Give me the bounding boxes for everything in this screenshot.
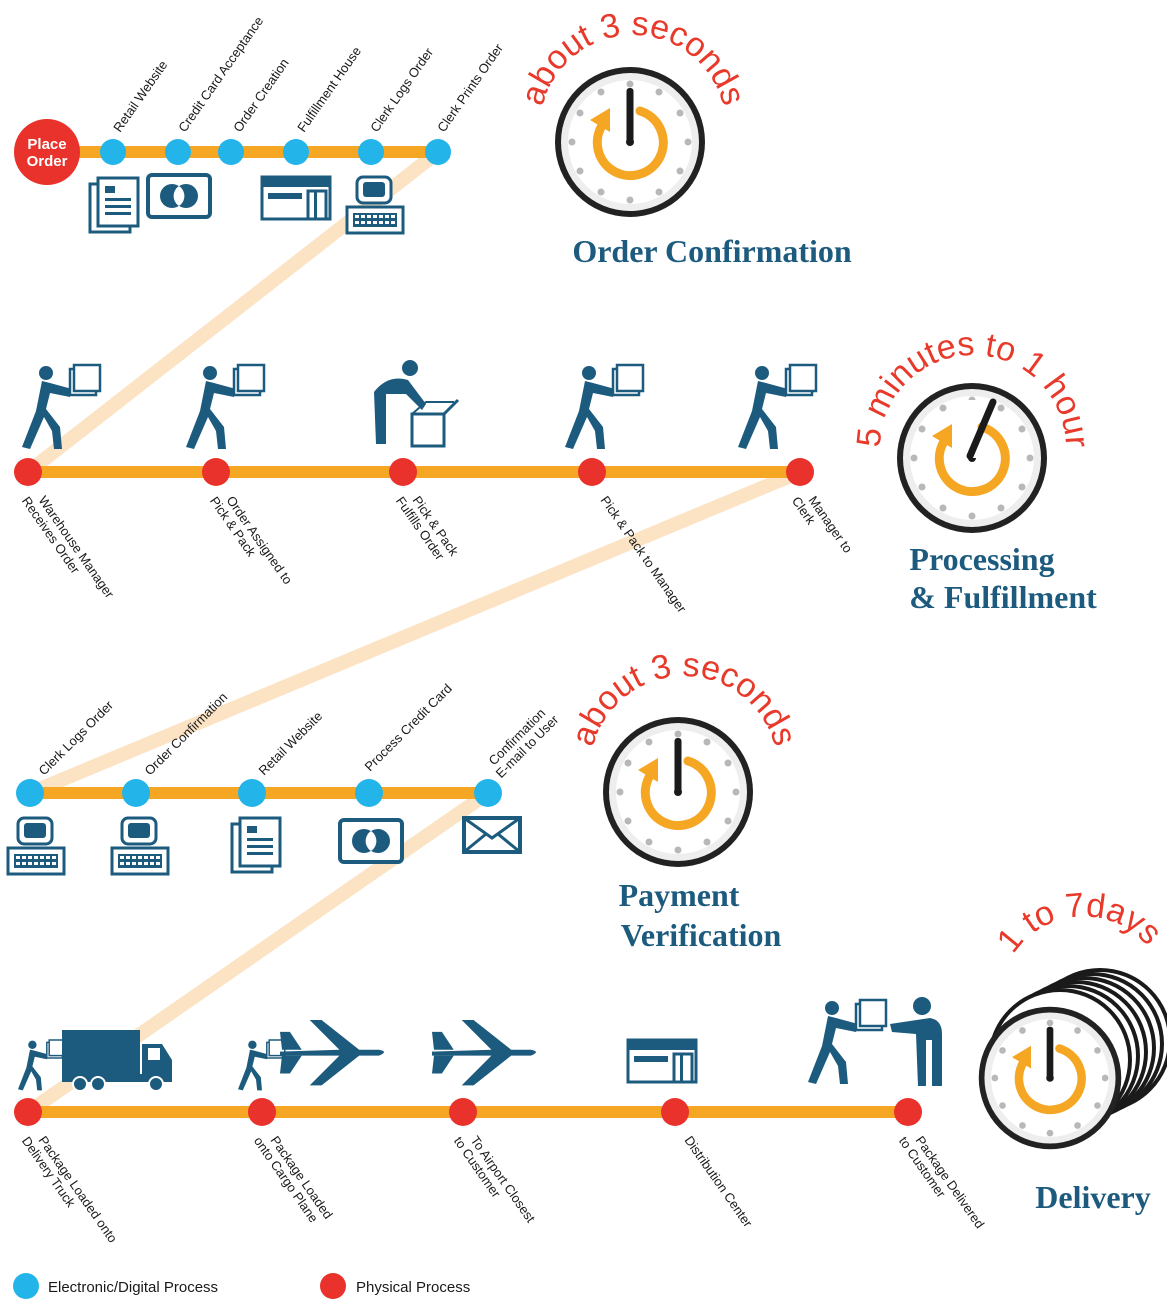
timeline-track <box>40 146 450 158</box>
stage-title: Processing <box>909 541 1054 577</box>
computer-icon <box>6 816 66 876</box>
physical-step-node <box>661 1098 689 1126</box>
legend-electronic-swatch <box>13 1273 39 1299</box>
clock-icon <box>979 1007 1122 1150</box>
step-label: To Airport Closestto Customer <box>451 1126 539 1234</box>
physical-step-node <box>786 458 814 486</box>
step-label: Clerk Logs Order <box>367 44 436 134</box>
electronic-step-node <box>238 779 266 807</box>
physical-step-node <box>14 1098 42 1126</box>
step-label: Package Loaded ontoDelivery Truck <box>19 1126 120 1254</box>
clock-icon <box>603 717 753 867</box>
electronic-step-node <box>122 779 150 807</box>
worker-carrying-box-icon <box>184 363 266 451</box>
row4-delivery: Package Loaded ontoDelivery Truck Packag… <box>14 886 1167 1254</box>
place-order-button[interactable] <box>14 119 80 185</box>
duration-label: 1 to 7days <box>989 886 1167 960</box>
credit-card-icon <box>146 173 212 219</box>
physical-step-node <box>894 1098 922 1126</box>
physical-step-node <box>389 458 417 486</box>
electronic-step-node <box>16 779 44 807</box>
step-label: Manager toClerk <box>789 486 856 564</box>
worker-carrying-box-icon <box>806 998 888 1086</box>
step-label: Order Creation <box>230 56 292 135</box>
row3-payment-verification: Clerk Logs Order Order Confirmation Reta… <box>6 646 804 953</box>
worker-carrying-box-icon <box>736 363 818 451</box>
step-label: Process Credit Card <box>362 681 455 774</box>
electronic-step-node <box>355 779 383 807</box>
credit-card-icon <box>338 818 404 864</box>
physical-step-node <box>578 458 606 486</box>
place-order-label: Place <box>27 136 66 153</box>
electronic-step-node <box>218 139 244 165</box>
envelope-icon <box>462 816 522 854</box>
legend-electronic-label: Electronic/Digital Process <box>48 1279 218 1296</box>
step-label: Clerk Prints Order <box>434 40 506 134</box>
physical-step-node <box>449 1098 477 1126</box>
stage-title: Verification <box>621 917 782 953</box>
electronic-step-node <box>100 139 126 165</box>
step-label: ConfirmationE-mail to User <box>483 702 562 781</box>
step-label: Package Deliveredto Customer <box>896 1126 988 1239</box>
worker-carrying-box-icon <box>237 1039 286 1092</box>
legend: Electronic/Digital Process Physical Proc… <box>13 1273 470 1299</box>
step-label: Order Assigned toPick & Pack <box>207 486 296 595</box>
electronic-step-node <box>474 779 502 807</box>
step-label: Pick & PackFulfills Order <box>393 486 462 567</box>
truck-icon <box>61 1029 173 1092</box>
step-label: Warehouse ManagerReceives Order <box>19 486 118 610</box>
physical-step-node <box>248 1098 276 1126</box>
electronic-step-node <box>358 139 384 165</box>
electronic-step-node <box>425 139 451 165</box>
row-connectors <box>21 145 807 1119</box>
clock-icon <box>555 67 705 217</box>
receiver-person-icon <box>890 997 942 1086</box>
electronic-step-node <box>283 139 309 165</box>
step-label: Distribution Center <box>682 1133 756 1230</box>
document-icon <box>88 176 140 234</box>
physical-step-node <box>14 458 42 486</box>
worker-packing-box-icon <box>372 358 460 448</box>
worker-carrying-box-icon <box>563 363 645 451</box>
legend-physical-label: Physical Process <box>356 1279 470 1296</box>
document-icon <box>230 816 282 874</box>
step-label: Package Loadedonto Cargo Plane <box>251 1126 336 1230</box>
airplane-icon <box>432 1020 536 1086</box>
stage-title: Order Confirmation <box>572 233 852 269</box>
electronic-step-node <box>165 139 191 165</box>
stage-title: Payment <box>619 877 740 913</box>
airplane-icon <box>280 1020 384 1086</box>
physical-step-node <box>202 458 230 486</box>
building-icon <box>260 175 332 221</box>
legend-physical-swatch <box>320 1273 346 1299</box>
step-label: Retail Website <box>110 58 170 135</box>
computer-icon <box>110 816 170 876</box>
stage-title: Delivery <box>1035 1179 1151 1215</box>
row1-order-confirmation: Place Order Retail Website Credit Card A… <box>14 5 852 269</box>
step-label: Retail Website <box>256 708 326 778</box>
worker-carrying-box-icon <box>20 363 102 451</box>
building-icon <box>626 1038 698 1084</box>
place-order-label: Order <box>27 153 68 170</box>
step-label: Fulfillment House <box>294 44 364 135</box>
stage-title: & Fulfillment <box>909 579 1097 615</box>
